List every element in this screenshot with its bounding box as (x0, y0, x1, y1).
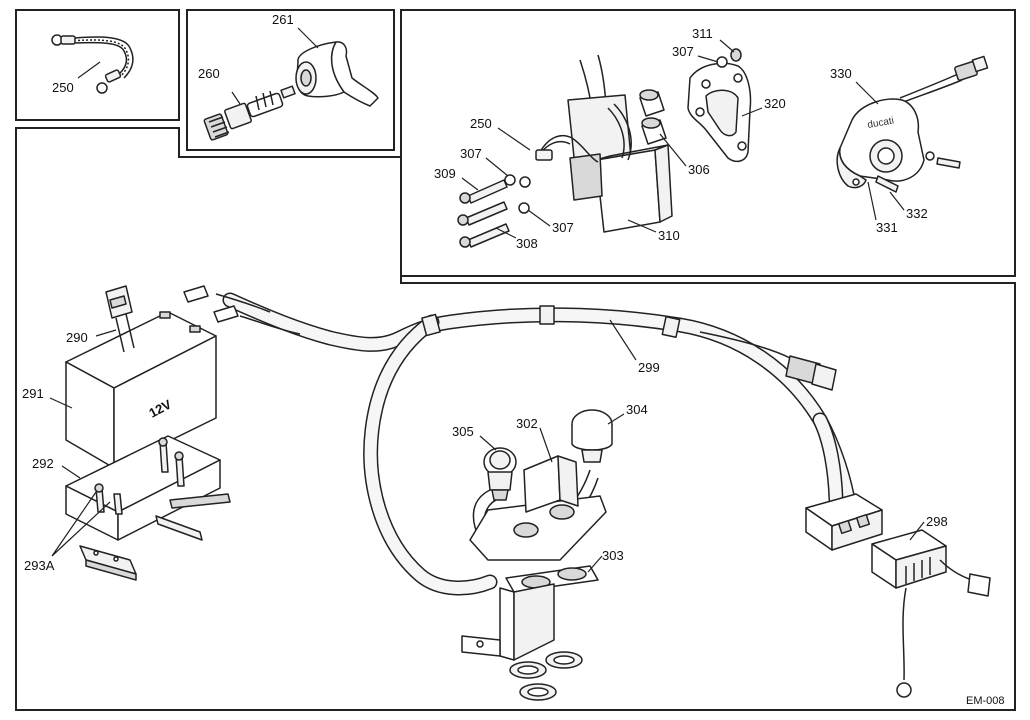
panel-frames (15, 9, 1016, 711)
panel-main-harness (15, 127, 1016, 711)
battery-strap-drawing (105, 285, 135, 353)
panel-ground-cable (15, 9, 180, 121)
label-298-socket: 298 (926, 514, 948, 529)
main-connector-drawing (805, 493, 883, 551)
ignition-pickup-drawing: ducati (836, 55, 989, 193)
label-330-pickup: 330 (830, 66, 852, 81)
label-304-button: 304 (626, 402, 648, 417)
label-291-battery: 291 (22, 386, 44, 401)
label-293a-screws: 293A (24, 558, 55, 573)
label-320-plate: 320 (764, 96, 786, 111)
rubber-pad-drawing (79, 545, 137, 581)
spacer-drawing (639, 89, 667, 145)
label-260-spark-plug: 260 (198, 66, 220, 81)
label-261-spark-plug-cap: 261 (272, 12, 294, 27)
spark-plug-cap-drawing (295, 41, 379, 107)
lower-bracket-drawing (461, 565, 599, 701)
charging-socket-drawing (871, 529, 991, 698)
label-308-bolt: 308 (516, 236, 538, 251)
label-309-bolt: 309 (434, 166, 456, 181)
label-307-top: 307 (672, 44, 694, 59)
label-290-strap: 290 (66, 330, 88, 345)
label-302-bracket: 302 (516, 416, 538, 431)
callout-labels: 250 260 261 311 307 320 250 307 309 306 … (22, 12, 948, 573)
label-332-screw: 332 (906, 206, 928, 221)
label-299-harness: 299 (638, 360, 660, 375)
label-303-bracket: 303 (602, 548, 624, 563)
label-292-tray: 292 (32, 456, 54, 471)
spark-plug-drawing (203, 85, 296, 141)
label-331-washer: 331 (876, 220, 898, 235)
drawing-code: EM-008 (966, 695, 1005, 707)
push-button-left-drawing (483, 447, 517, 501)
label-311: 311 (692, 26, 713, 41)
push-button-right-drawing (571, 409, 613, 463)
ground-cable-drawing (51, 34, 134, 94)
label-305-button: 305 (452, 424, 474, 439)
svg-text:ducati: ducati (867, 115, 895, 130)
label-307-mid: 307 (460, 146, 482, 161)
wiring-harness-drawing (183, 285, 858, 596)
label-250-ground-cable: 250 (52, 80, 74, 95)
mounting-plate-drawing (687, 62, 752, 163)
panel-spark-plug (186, 9, 395, 151)
label-250-coil-cable: 250 (470, 116, 492, 131)
leader-lines (49, 27, 925, 573)
panel-ignition (400, 9, 1016, 277)
label-307-low: 307 (552, 220, 574, 235)
switch-bracket-drawing (469, 455, 607, 561)
battery-tray-drawing (65, 435, 231, 541)
ignition-coil-drawing (535, 54, 673, 233)
label-306-spacer: 306 (688, 162, 710, 177)
battery-drawing: 12V (65, 311, 217, 469)
label-310-coil: 310 (658, 228, 680, 243)
